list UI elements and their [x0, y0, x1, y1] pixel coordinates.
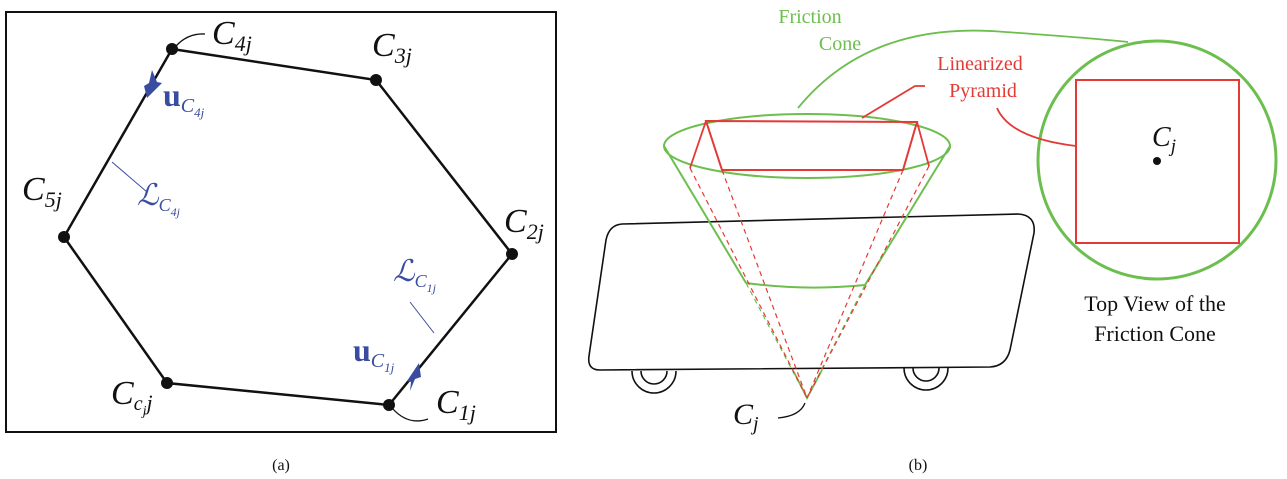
pyramid-top [704, 119, 919, 171]
panel-b: Friction Cone Linearized Pyramid Cj Cj T… [587, 6, 1278, 474]
top-view-label-2: Friction Cone [1094, 321, 1216, 346]
connector-arc [797, 29, 1129, 109]
cone-bottom-arc [745, 282, 866, 289]
pyramid-dashed-edges [689, 165, 930, 399]
wheel-right [903, 367, 949, 391]
label-c3j: C3j [372, 27, 412, 68]
label-l-c1j: ℒC1j [393, 255, 437, 295]
top-view-square [1075, 79, 1240, 244]
label-c4j: C4j [212, 15, 252, 56]
pyramid-leader [861, 85, 925, 119]
contact-polygon [62, 47, 514, 407]
vertex-ccj [161, 377, 173, 389]
caption-b: (b) [909, 457, 928, 474]
foot-body [587, 213, 1035, 371]
vertex-c4j [166, 43, 178, 55]
label-cj: Cj [733, 398, 759, 435]
friction-cone-label-1: Friction [778, 6, 841, 28]
label-ccj: Ccjj [111, 375, 153, 419]
vertex-c3j [370, 74, 382, 86]
leader-l-c4j [111, 161, 148, 193]
label-c2j: C2j [504, 203, 544, 244]
cone-dash-right [806, 284, 866, 399]
wheel-left [631, 370, 677, 394]
panel-a: C4j C3j C5j C2j Ccjj C1j uC4j ℒC4j ℒC1j … [5, 11, 557, 474]
top-view-cj-label: Cj [1152, 122, 1176, 157]
pyramid-edge-2 [916, 121, 930, 167]
friction-cone-label-2: Cone [819, 33, 861, 55]
arrow-u-c1j-icon [407, 363, 421, 391]
leader-c1j [391, 407, 429, 422]
arrow-u-c4j-icon [144, 70, 162, 98]
caption-a: (a) [272, 457, 290, 474]
label-u-c4j: uC4j [163, 77, 205, 120]
cone-side-left [663, 145, 747, 284]
top-view-circle [1036, 39, 1278, 281]
pyramid-label-1: Linearized [937, 53, 1023, 75]
top-view-cj-point [1153, 157, 1161, 165]
top-view-pyramid-leader [996, 107, 1077, 147]
leader-l-c1j [409, 301, 435, 334]
vertex-c2j [506, 248, 518, 260]
panel-a-frame [5, 11, 557, 433]
label-l-c4j: ℒC4j [137, 179, 181, 219]
vertex-c5j [58, 231, 70, 243]
label-u-c1j: uC1j [353, 332, 395, 375]
pyramid-edge-1 [689, 120, 707, 169]
top-view-label-1: Top View of the [1084, 291, 1226, 316]
label-c5j: C5j [22, 171, 62, 212]
leader-cj [777, 402, 806, 419]
leader-c4j [175, 33, 206, 47]
pyramid-label-2: Pyramid [949, 80, 1017, 102]
label-c1j: C1j [436, 384, 476, 425]
